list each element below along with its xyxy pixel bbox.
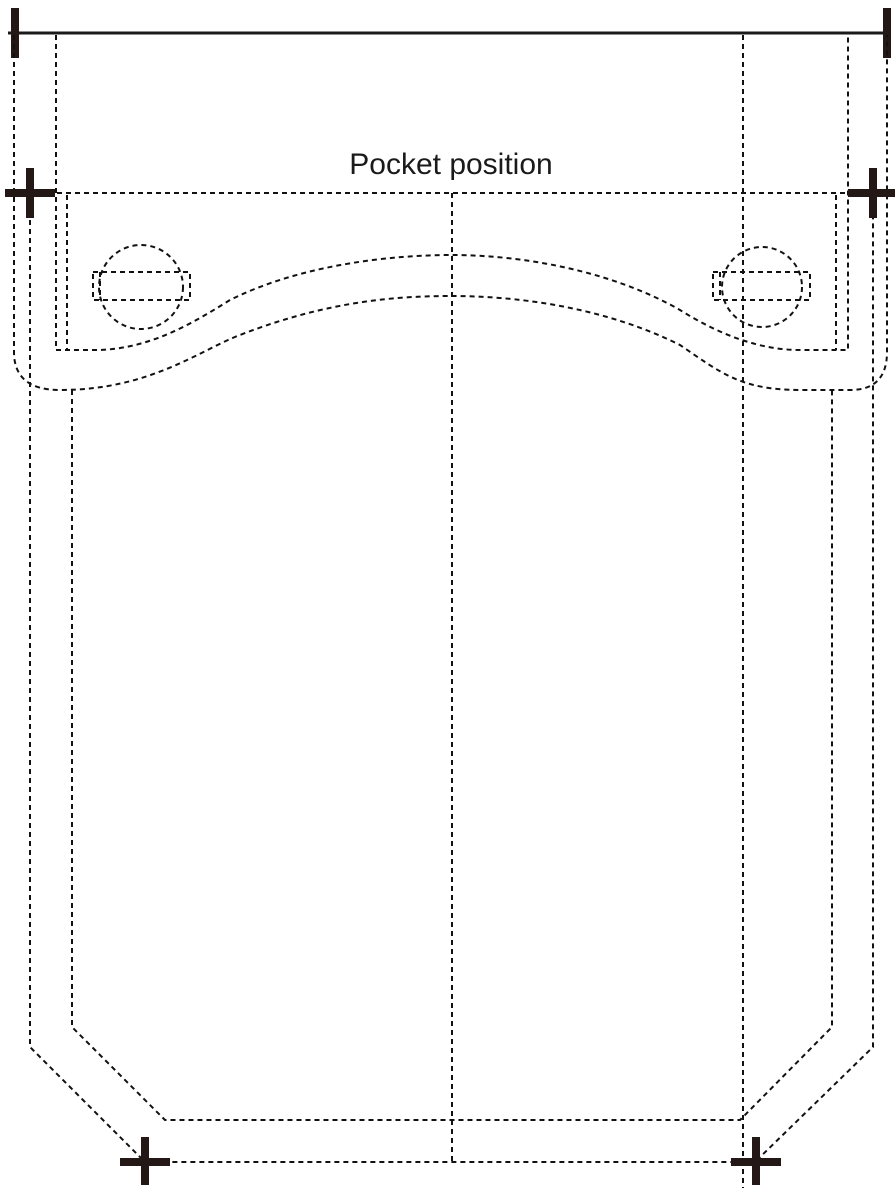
bottom-right-cross-mark [731, 1137, 781, 1185]
right-buttonhole [712, 271, 811, 301]
left-buttonhole [92, 271, 191, 301]
pocket-outer-outline [29, 193, 874, 1163]
top-right-cross-mark [848, 168, 895, 218]
left-button-circle [98, 244, 184, 330]
diagram-title: Pocket position [349, 148, 552, 181]
top-left-cross-mark [5, 168, 55, 218]
bottom-left-cross-mark [120, 1137, 170, 1185]
right-button-circle [721, 246, 803, 328]
flap-outer-outline [13, 35, 888, 392]
